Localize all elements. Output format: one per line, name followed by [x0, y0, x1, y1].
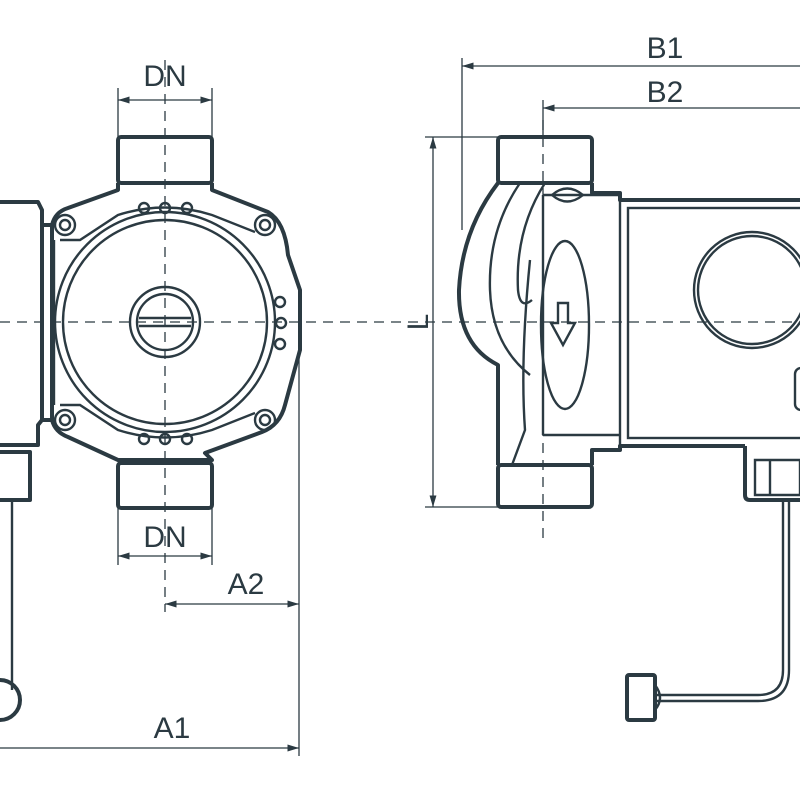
- a1-label: A1: [154, 712, 191, 745]
- l-label: L: [402, 314, 435, 331]
- front-dimensions: [0, 88, 300, 756]
- side-dimensions: [425, 58, 800, 508]
- dn-top-label: DN: [143, 60, 186, 93]
- b2-label: B2: [647, 76, 684, 109]
- bolt-holes: [53, 201, 288, 446]
- a2-label: A2: [228, 568, 265, 601]
- pump-front-view: [0, 135, 302, 722]
- pump-side-view: [456, 135, 800, 722]
- flow-direction-arrow-icon: [548, 301, 578, 348]
- b1-label: B1: [647, 32, 684, 65]
- dn-bottom-label: DN: [143, 521, 186, 554]
